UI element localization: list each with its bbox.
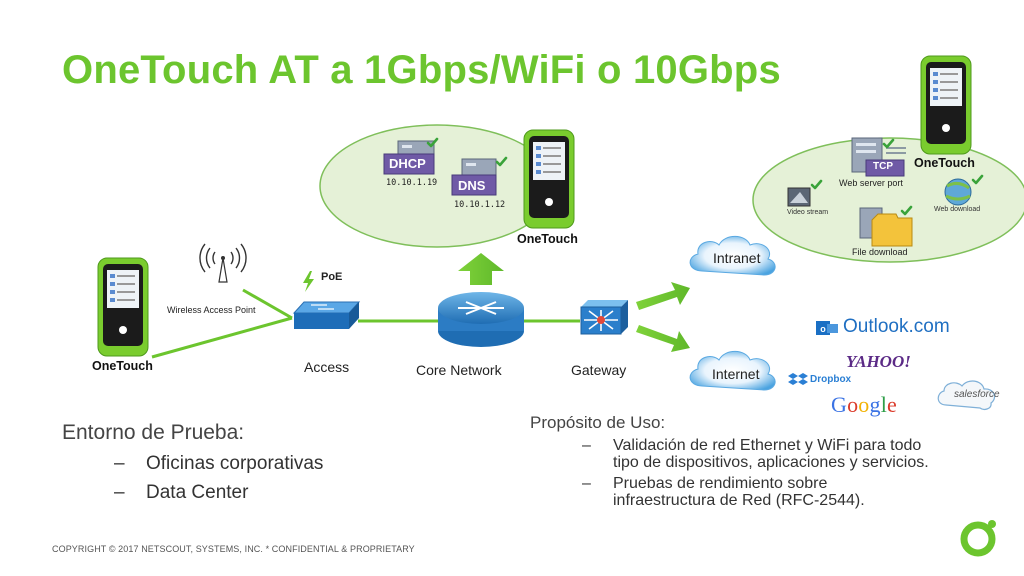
entorno-item: –Data Center <box>114 482 323 504</box>
dropbox-label: Dropbox <box>810 374 852 385</box>
proposito-item-label: Pruebas de rendimiento sobre infraestruc… <box>613 475 865 509</box>
outlook-label: Outlook.com <box>843 316 950 337</box>
proposito-section: Propósito de Uso: – Validación de red Et… <box>530 413 950 509</box>
internet-cloud-icon <box>689 350 776 391</box>
access-label: Access <box>304 359 350 375</box>
dhcp-server-icon <box>383 137 439 175</box>
onetouch-device-left <box>97 257 149 357</box>
bullet-dash: – <box>582 475 591 492</box>
entorno-item: –Oficinas corporativas <box>114 453 323 475</box>
access-switch-icon <box>292 301 361 329</box>
bullet-dash: – <box>114 453 125 474</box>
internet-label: Internet <box>712 366 760 382</box>
salesforce-cloud-icon <box>937 380 996 410</box>
dhcp-label: DHCP <box>389 156 426 171</box>
gateway-arrows <box>636 282 690 352</box>
entorno-heading: Entorno de Prueba: <box>62 421 245 444</box>
onetouch-label-right: OneTouch <box>914 156 975 170</box>
file-download-label: File download <box>852 247 908 257</box>
wireless-access-point-icon <box>199 243 247 283</box>
core-network-label: Core Network <box>416 362 502 378</box>
tests-ellipse <box>752 137 1024 263</box>
netscout-logo-icon <box>960 520 996 557</box>
poe-lightning-icon <box>303 271 314 292</box>
web-server-port-label: Web server port <box>839 178 903 188</box>
copyright-footer: COPYRIGHT © 2017 NETSCOUT, SYSTEMS, INC.… <box>52 544 415 554</box>
dns-ip-label: 10.10.1.12 <box>454 200 506 210</box>
proposito-item: – Validación de red Ethernet y WiFi para… <box>582 437 950 471</box>
dns-label: DNS <box>458 178 486 193</box>
file-download-icon <box>859 205 913 247</box>
bullet-dash: – <box>582 437 591 454</box>
onetouch-device-right <box>920 55 972 155</box>
intranet-label: Intranet <box>713 250 761 266</box>
proposito-heading: Propósito de Uso: <box>530 413 666 432</box>
proposito-item: – Pruebas de rendimiento sobre infraestr… <box>582 475 950 509</box>
onetouch-label-left: OneTouch <box>92 359 153 373</box>
bullet-dash: – <box>114 482 125 503</box>
poe-label: PoE <box>321 271 343 283</box>
web-download-label: Web download <box>934 206 981 213</box>
intranet-cloud-icon <box>689 235 776 276</box>
entorno-item-label: Oficinas corporativas <box>146 453 324 474</box>
proposito-item-label: Validación de red Ethernet y WiFi para t… <box>613 437 929 471</box>
dropbox-logo-icon <box>788 373 808 385</box>
onetouch-device-center <box>523 129 575 229</box>
dhcp-ip-label: 10.10.1.19 <box>386 178 438 188</box>
network-links <box>151 288 580 359</box>
core-router-icon <box>438 292 524 347</box>
onetouch-label-center: OneTouch <box>517 232 578 246</box>
svg-text:o: o <box>820 324 826 334</box>
google-logo: Google <box>831 392 897 417</box>
web-download-globe-icon <box>944 174 984 206</box>
tcp-label: TCP <box>873 161 893 172</box>
wireless-ap-label: Wireless Access Point <box>167 305 256 315</box>
gateway-firewall-icon <box>580 300 628 335</box>
salesforce-label: salesforce <box>954 389 1000 400</box>
outlook-logo-icon: o <box>816 321 838 335</box>
video-stream-label: Video stream <box>787 209 829 216</box>
video-stream-icon <box>787 179 823 207</box>
entorno-item-label: Data Center <box>146 482 249 503</box>
web-server-icon <box>851 137 906 177</box>
gateway-label: Gateway <box>571 362 627 378</box>
up-arrow-icon <box>458 253 504 285</box>
yahoo-label: YAHOO! <box>846 352 911 371</box>
page-title: OneTouch AT a 1Gbps/WiFi o 10Gbps <box>62 48 781 92</box>
dns-server-icon <box>451 156 508 196</box>
entorno-section: Entorno de Prueba: –Oficinas corporativa… <box>62 421 323 504</box>
